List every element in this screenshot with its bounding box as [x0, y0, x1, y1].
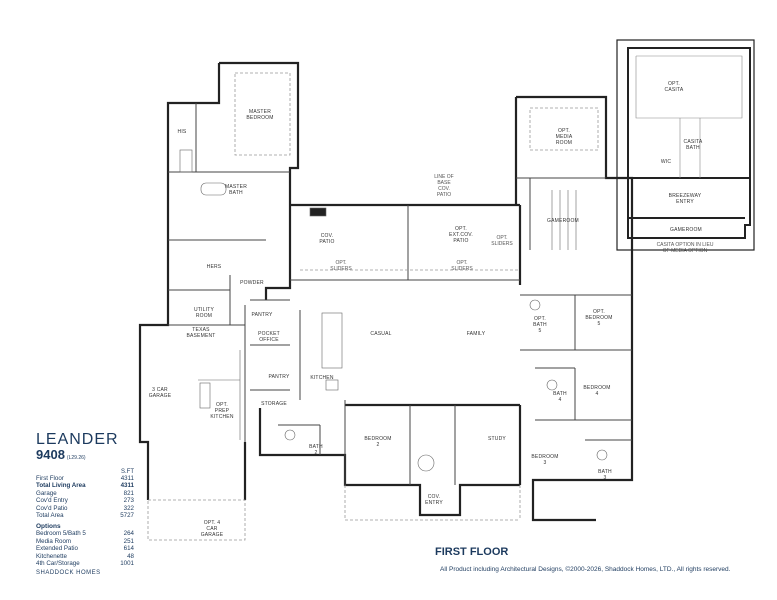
label-gameroom: GAMEROOM [547, 218, 579, 224]
plan-info-block: LEANDER 9408(L29.26) S.FT First Floor 431… [36, 431, 136, 576]
label-cov-patio: COV.PATIO [319, 233, 334, 245]
plan-code: (L29.26) [66, 455, 86, 461]
plan-name: LEANDER [36, 431, 119, 448]
area-label: Cov'd Patio [36, 504, 68, 512]
area-row: Garage 821 [36, 490, 136, 497]
area-value: 4311 [120, 475, 134, 482]
option-label: Media Room [36, 537, 72, 545]
option-value: 614 [123, 545, 134, 553]
area-label: Garage [36, 489, 57, 497]
area-row: Cov'd Entry 273 [36, 497, 136, 504]
option-value: 1001 [120, 560, 134, 568]
interior-walls [168, 103, 632, 485]
floor-label: FIRST FLOOR [435, 546, 509, 558]
label-powder: POWDER [240, 280, 264, 286]
casita-inset-details [635, 55, 743, 178]
plan-number-line: 9408(L29.26) [36, 448, 136, 465]
option-label: Kitchenette [36, 552, 67, 560]
options-title: Options [36, 523, 61, 531]
option-row: 4th Car/Storage 1001 [36, 560, 136, 567]
area-row: Total Living Area 4311 [36, 482, 136, 489]
area-label: Cov'd Entry [36, 497, 68, 505]
label-opt-sliders-1: OPT.SLIDERS [330, 260, 352, 272]
option-label: Extended Patio [36, 545, 78, 553]
label-wic: WIC [661, 159, 672, 165]
label-pantry: PANTRY [251, 312, 272, 318]
area-row: Cov'd Patio 322 [36, 505, 136, 512]
option-lines [147, 72, 599, 541]
option-row: Extended Patio 614 [36, 545, 136, 552]
area-label: Total Living Area [36, 482, 86, 490]
brand-name: SHADDOCK HOMES [36, 570, 101, 577]
label-casual: CASUAL [370, 331, 391, 337]
label-cov-entry: COV.ENTRY [425, 494, 443, 506]
area-value: 821 [123, 489, 134, 497]
area-label: First Floor [36, 475, 64, 482]
option-label: 4th Car/Storage [36, 560, 80, 568]
label-opt-sliders-2: OPT.SLIDERS [451, 260, 473, 272]
label-study: STUDY [488, 436, 506, 442]
sqft-header: S.FT [121, 469, 134, 475]
copyright-text: All Product including Architectural Desi… [440, 566, 731, 573]
area-value: 322 [123, 504, 134, 512]
option-value: 48 [127, 552, 134, 560]
label-kitchen: KITCHEN [310, 375, 334, 381]
option-row: Kitchenette 48 [36, 553, 136, 560]
label-opt-ext-cov-patio: OPT.EXT.COV.PATIO [449, 226, 473, 244]
label-gameroom-inset: GAMEROOM [670, 227, 702, 233]
area-value: 273 [123, 497, 134, 505]
option-row: Media Room 251 [36, 538, 136, 545]
option-label: Bedroom 5/Bath 5 [36, 530, 86, 538]
label-family: FAMILY [467, 331, 486, 337]
casita-inset-frame [616, 39, 755, 251]
option-row: Bedroom 5/Bath 5 264 [36, 530, 136, 537]
area-row: Total Area 5727 [36, 512, 136, 519]
label-opt-casita: OPT.CASITA [665, 81, 684, 93]
label-his: HIS [178, 129, 187, 135]
area-value: 5727 [120, 512, 134, 520]
option-value: 264 [123, 530, 134, 538]
label-pantry-2: PANTRY [268, 374, 289, 380]
label-opt-sliders-3: OPT.SLIDERS [491, 235, 513, 247]
fixtures [179, 149, 608, 472]
area-value: 4311 [120, 482, 134, 490]
plan-number: 9408 [36, 447, 65, 462]
label-storage: STORAGE [261, 401, 287, 407]
option-value: 251 [123, 537, 134, 545]
label-hers: HERS [207, 264, 222, 270]
area-label: Total Area [36, 512, 64, 520]
area-row: First Floor 4311 [36, 475, 136, 482]
casita-inset-walls [627, 47, 751, 239]
